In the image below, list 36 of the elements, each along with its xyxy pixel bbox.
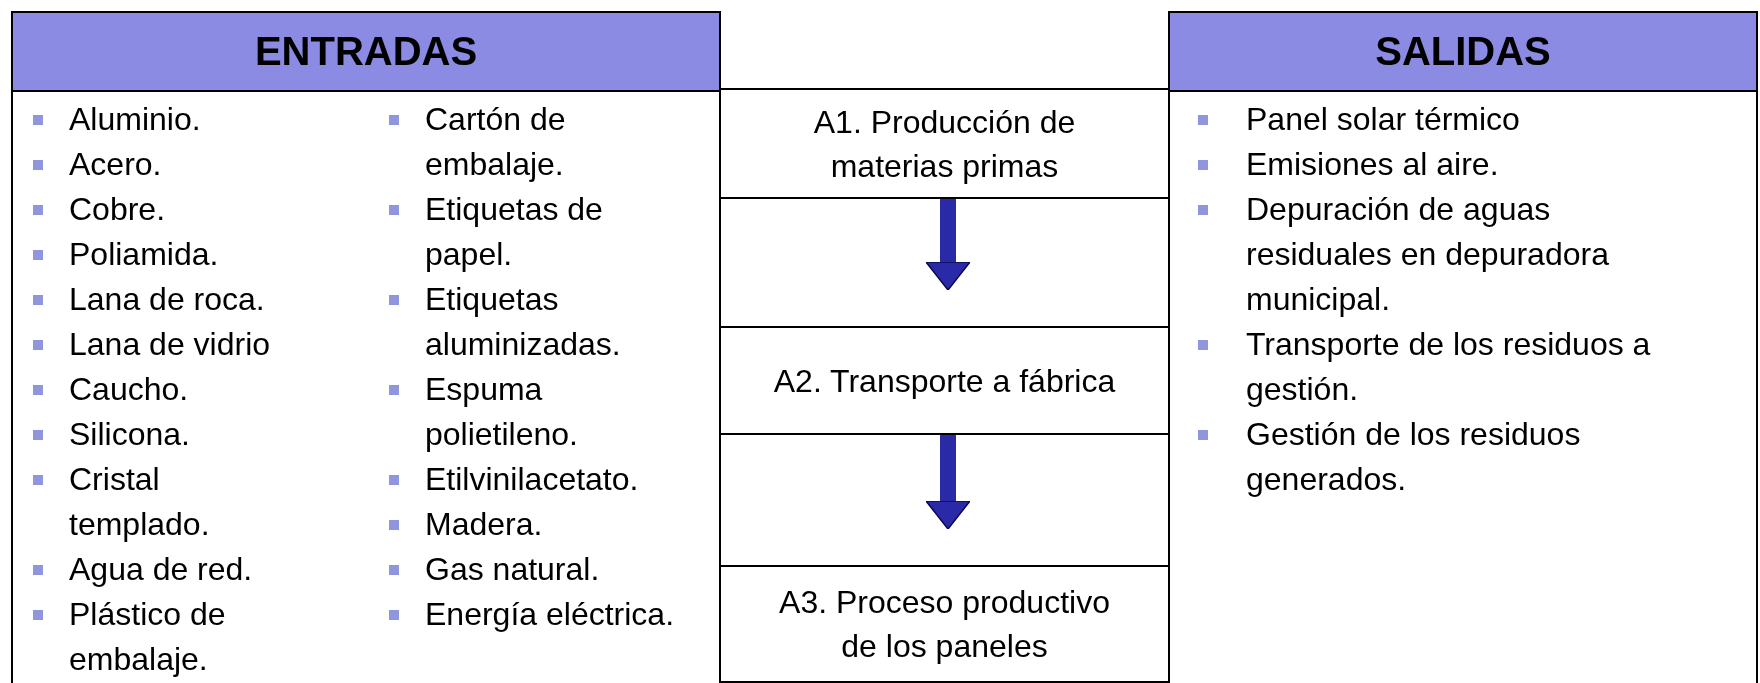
list-item: Espuma polietileno. [425,371,578,452]
list-item: Silicona. [69,416,190,452]
list-item: Cobre. [69,191,166,227]
list-item: Caucho. [69,371,189,407]
list-item: Etiquetas aluminizadas. [425,281,621,362]
list-item: Transporte de los residuos a gestión. [1246,326,1651,407]
arrow [925,199,971,291]
process-label: A2. Transporte a fábrica [772,361,1117,401]
process-box [721,326,1168,435]
list-item: Depuración de aguas residuales en depuradora municipal. [1246,191,1609,317]
list-item: Agua de red. [69,551,253,587]
list-item: Emisiones al aire. [1246,146,1499,182]
arrow [925,435,971,530]
list-item: Panel solar térmico [1246,101,1520,137]
list-item: Energía eléctrica. [425,596,674,632]
list-item: Cristal templado. [69,461,210,542]
process-box [721,88,1168,199]
list-item: Poliamida. [69,236,219,272]
list-item: Etiquetas de papel. [425,191,603,272]
list-item: Cartón de embalaje. [425,101,566,182]
column-heading: SALIDAS [1375,29,1551,74]
column-heading: ENTRADAS [254,29,478,74]
process-label: A1. Producción de materias primas [812,102,1077,186]
list-item: Acero. [69,146,162,182]
list-item: Lana de vidrio [69,326,271,362]
list-item: Aluminio. [69,101,201,137]
list-item: Etilvinilacetato. [425,461,639,497]
list-item: Madera. [425,506,543,542]
list-item: Plástico de embalaje. [69,596,226,677]
list-item: Gestión de los residuos generados. [1246,416,1581,497]
column-panel [11,11,721,683]
list-item: Gas natural. [425,551,600,587]
column-panel [1168,11,1758,683]
list-item: Lana de roca. [69,281,265,317]
process-label: A3. Proceso productivo de los paneles [778,583,1111,666]
process-box [721,565,1168,683]
